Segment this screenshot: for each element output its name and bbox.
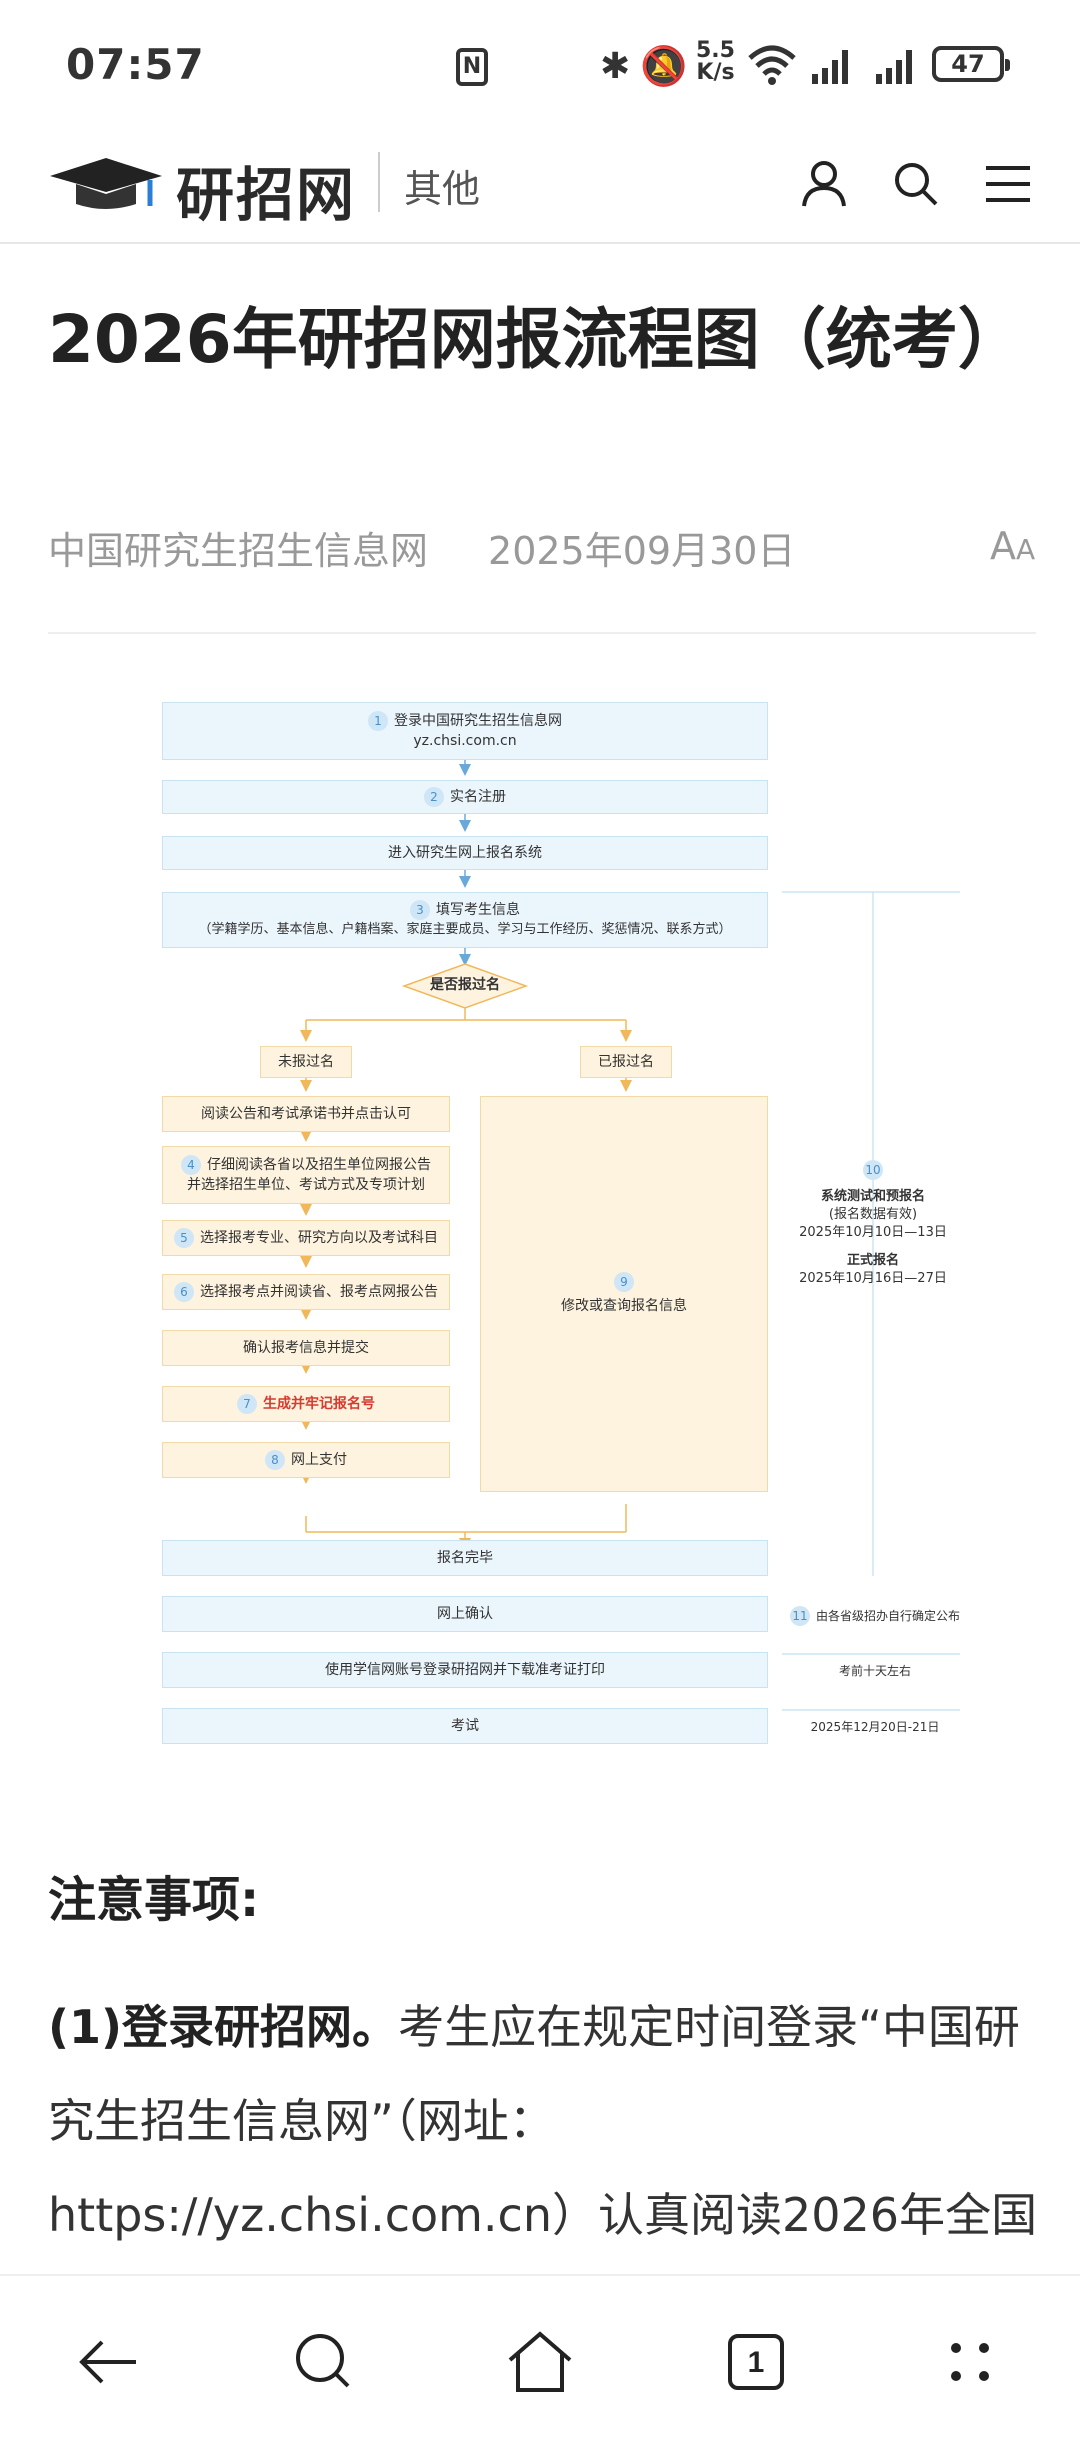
flow-text: 登录中国研究生招生信息网 — [394, 713, 562, 729]
wifi-icon — [748, 45, 796, 85]
tabs-icon[interactable]: 1 — [716, 2322, 796, 2402]
flow-text: （学籍学历、基本信息、户籍档案、家庭主要成员、学习与工作经历、奖惩情况、联系方式… — [198, 922, 732, 937]
article-meta: 中国研究生招生信息网 2025年09月30日 — [48, 520, 795, 575]
flow-text: 实名注册 — [450, 789, 506, 805]
signal-icon — [812, 50, 848, 84]
flow-text: 修改或查询报名信息 — [561, 1298, 687, 1314]
browser-bottom-bar: 1 — [0, 2274, 1080, 2438]
more-menu-icon[interactable] — [930, 2322, 1010, 2402]
flow-text: 网上支付 — [291, 1452, 347, 1468]
font-size-control[interactable]: AA — [990, 524, 1036, 568]
flow-online-confirm: 网上确认 — [162, 1596, 768, 1632]
header-divider — [378, 152, 380, 212]
flow-step-modify: 9 修改或查询报名信息 — [480, 1096, 768, 1492]
flow-exam: 考试 — [162, 1708, 768, 1744]
site-header: 研招网 其他 — [0, 130, 1080, 244]
battery-icon: 47 — [932, 46, 1010, 82]
flowchart: 1 登录中国研究生招生信息网 yz.chsi.com.cn 2 实名注册 进入研究生… — [90, 690, 990, 1760]
status-time: 07:57 — [66, 40, 205, 89]
step-number: 7 — [237, 1394, 257, 1414]
search-icon[interactable] — [284, 2322, 364, 2402]
mute-bell-icon: 🔕 — [640, 44, 688, 88]
speed-value: 5.5 — [696, 38, 735, 63]
search-icon[interactable] — [886, 154, 946, 214]
article-date: 2025年09月30日 — [488, 529, 796, 573]
step-number: 11 — [790, 1606, 810, 1626]
flow-step-select-major: 5 选择报考专业、研究方向以及考试科目 — [162, 1220, 450, 1256]
speed-unit: K/s — [696, 60, 735, 85]
section-name[interactable]: 其他 — [404, 167, 481, 211]
step-number: 4 — [181, 1155, 201, 1175]
flow-step-select-unit: 4 仔细阅读各省以及招生单位网报公告 并选择招生单位、考试方式及专项计划 — [162, 1146, 450, 1204]
step-number: 5 — [174, 1228, 194, 1248]
flow-text: 选择报考点并阅读省、报考点网报公告 — [200, 1284, 438, 1300]
flow-text: 系统测试和预报名 — [820, 1189, 925, 1204]
flow-step-register: 2 实名注册 — [162, 780, 768, 814]
step-number: 3 — [410, 900, 430, 920]
user-icon[interactable] — [794, 154, 854, 214]
divider — [48, 632, 1036, 634]
article-title: 2026年研招网报流程图（统考） — [48, 301, 1024, 378]
flow-text: 2025年10月16日—27日 — [799, 1271, 947, 1286]
svg-text:1: 1 — [748, 2346, 765, 2379]
flow-text: 填写考生信息 — [436, 902, 520, 918]
flow-step-registration-period: 10 系统测试和预报名 (报名数据有效) 2025年10月10日—13日 正式报… — [790, 1160, 956, 1288]
flow-step-payment: 8 网上支付 — [162, 1442, 450, 1478]
flow-branch-no: 未报过名 — [260, 1046, 352, 1078]
flow-print-time: 考前十天左右 — [838, 1664, 911, 1678]
flow-text: 2025年10月10日—13日 — [799, 1225, 947, 1240]
flow-branch-yes: 已报过名 — [580, 1046, 672, 1078]
signal-icon-2 — [876, 50, 912, 84]
menu-icon[interactable] — [978, 154, 1038, 214]
flow-confirm-submit: 确认报考信息并提交 — [162, 1330, 450, 1366]
bluetooth-icon: ✱ — [600, 46, 631, 87]
flow-exam-date: 2025年12月20日-21日 — [810, 1720, 940, 1734]
step-number: 8 — [265, 1450, 285, 1470]
flow-read-notice: 阅读公告和考试承诺书并点击认可 — [162, 1096, 450, 1132]
step-number: 10 — [863, 1160, 883, 1180]
flow-step-select-site: 6 选择报考点并阅读省、报考点网报公告 — [162, 1274, 450, 1310]
flow-step-registration-number: 7 生成并牢记报名号 — [162, 1386, 450, 1422]
nfc-icon: N — [456, 48, 488, 86]
flow-print-admission: 使用学信网账号登录研招网并下载准考证打印 — [162, 1652, 768, 1688]
flow-step-enter-system: 进入研究生网上报名系统 — [162, 836, 768, 870]
flow-text: yz.chsi.com.cn — [413, 733, 517, 749]
article-source[interactable]: 中国研究生招生信息网 — [48, 529, 429, 573]
flow-registration-done: 报名完毕 — [162, 1540, 768, 1576]
step-number: 2 — [424, 787, 444, 807]
back-arrow-icon[interactable] — [68, 2322, 148, 2402]
flow-step-login: 1 登录中国研究生招生信息网 yz.chsi.com.cn — [162, 702, 768, 760]
flow-text: (报名数据有效) — [828, 1207, 918, 1222]
step-number: 6 — [174, 1282, 194, 1302]
home-icon[interactable] — [500, 2322, 580, 2402]
flow-text: 仔细阅读各省以及招生单位网报公告 — [207, 1157, 431, 1173]
flow-text: 选择报考专业、研究方向以及考试科目 — [200, 1230, 438, 1246]
flow-decision: 是否报过名 — [430, 977, 500, 993]
flow-text: 生成并牢记报名号 — [263, 1396, 375, 1412]
paragraph-lead: (1)登录研招网。 — [48, 2000, 399, 2054]
step-number: 9 — [614, 1272, 634, 1292]
flow-text: 正式报名 — [846, 1253, 899, 1268]
site-logo-text[interactable]: 研招网 — [176, 161, 357, 229]
flow-step-fill-info: 3 填写考生信息 （学籍学历、基本信息、户籍档案、家庭主要成员、学习与工作经历、奖… — [162, 892, 768, 948]
flow-text: 并选择招生单位、考试方式及专项计划 — [187, 1177, 425, 1193]
flow-text: 由各省级招办自行确定公布 — [816, 1609, 961, 1623]
step-number: 1 — [368, 711, 388, 731]
notice-heading: 注意事项: — [48, 1872, 260, 1928]
flow-confirm-note: 11 由各省级招办自行确定公布 — [790, 1606, 960, 1626]
graduation-cap-icon — [50, 158, 162, 209]
